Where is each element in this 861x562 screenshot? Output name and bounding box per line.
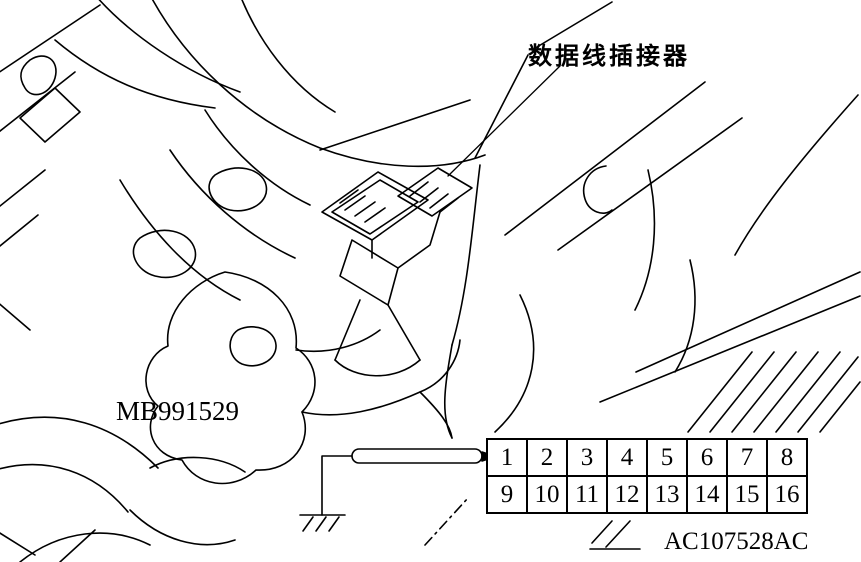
dash-structure-lines: [119, 0, 613, 439]
pin-cell: 7: [726, 438, 768, 477]
duct-blob-shapes: [0, 271, 461, 562]
pin-cell: 16: [766, 475, 808, 514]
connector-drawing: [321, 167, 473, 377]
pin-cell: 10: [526, 475, 568, 514]
figure-code-label: AC107528AC: [664, 528, 809, 555]
pin-cell: 6: [686, 438, 728, 477]
pin-cell: 15: [726, 475, 768, 514]
ground-symbol: [299, 514, 346, 532]
pin-row-1: 1 2 3 4 5 6 7 8: [486, 438, 808, 477]
pin-cell: 12: [606, 475, 648, 514]
pin-cell: 9: [486, 475, 528, 514]
pin-cell: 5: [646, 438, 688, 477]
pin-cell: 14: [686, 475, 728, 514]
pin-cell: 11: [566, 475, 608, 514]
callout-leader-line: [447, 65, 561, 177]
pin-cell: 4: [606, 438, 648, 477]
tool-number-label: MB991529: [116, 396, 240, 426]
floor-hatch-lines: [599, 271, 861, 433]
connector-callout-label: 数据线插接器: [528, 42, 690, 70]
section-break-marks: [424, 497, 641, 550]
pin-cell: 13: [646, 475, 688, 514]
pillar-diagonal-lines: [504, 81, 859, 373]
pin-cell: 8: [766, 438, 808, 477]
pin-cell: 3: [566, 438, 608, 477]
pin-cell: 1: [486, 438, 528, 477]
hood-cowl-lines: [0, 0, 241, 331]
pin-row-2: 9 10 11 12 13 14 15 16: [486, 475, 808, 514]
test-probe: [321, 448, 497, 516]
connector-pin-table: 1 2 3 4 5 6 7 8 9 10 11 12 13 14 15 16: [486, 438, 808, 514]
pin-cell: 2: [526, 438, 568, 477]
